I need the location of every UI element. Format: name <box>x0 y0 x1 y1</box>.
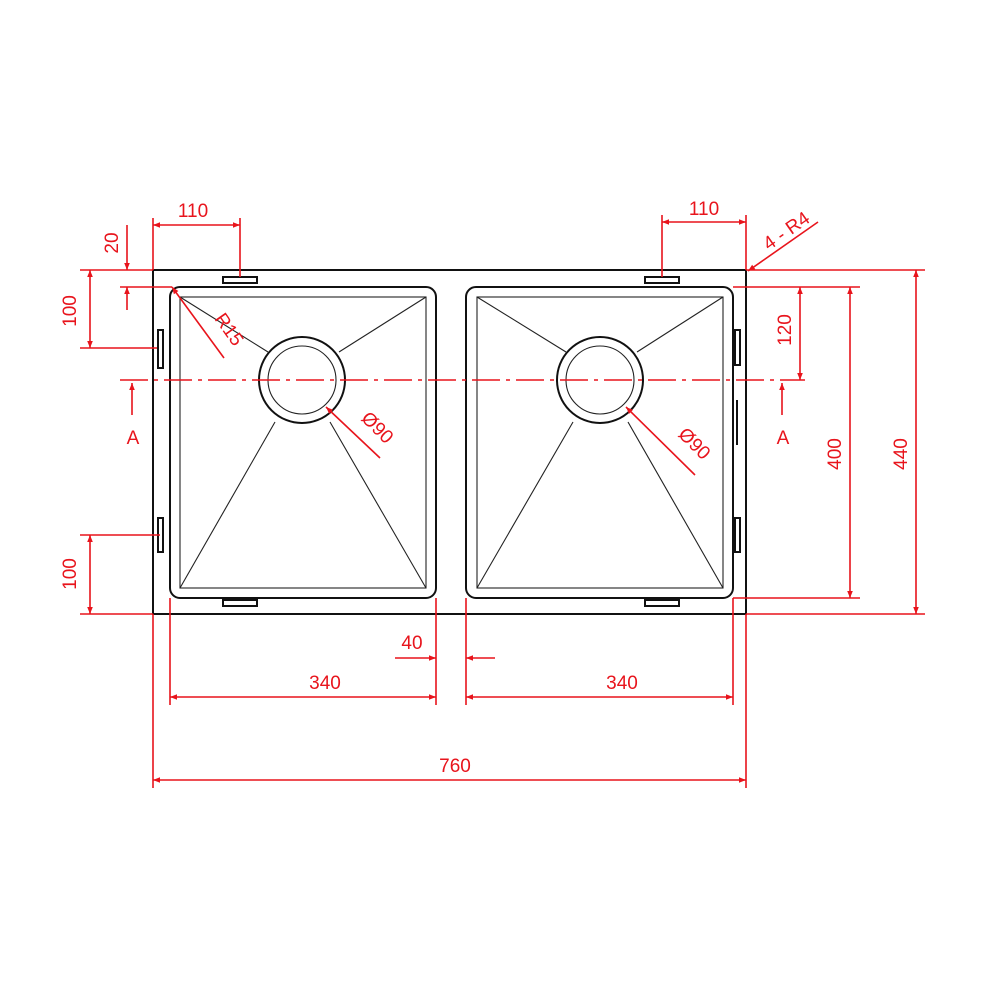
svg-text:100: 100 <box>60 295 81 327</box>
mounting-clips <box>157 276 741 607</box>
section-marker-right: A <box>777 383 790 449</box>
svg-text:R15: R15 <box>210 310 247 351</box>
dim-overall-width: 760 <box>152 614 747 788</box>
dim-top-offset: 20 <box>80 225 172 310</box>
svg-text:20: 20 <box>102 232 123 253</box>
section-marker-left: A <box>127 383 140 449</box>
svg-text:A: A <box>777 428 790 449</box>
dim-corner-radius: R15 <box>171 286 247 359</box>
dim-left-top-clip: 100 <box>60 270 157 349</box>
svg-text:Ø90: Ø90 <box>674 424 714 464</box>
svg-text:100: 100 <box>60 558 81 590</box>
svg-text:340: 340 <box>309 673 341 694</box>
svg-text:400: 400 <box>825 438 846 470</box>
sink-outline <box>152 269 747 615</box>
dim-drain-offset: 120 <box>733 286 860 380</box>
dim-bowl-depth: 400 <box>733 287 860 599</box>
svg-text:760: 760 <box>439 756 471 777</box>
dim-left-bottom-clip: 100 <box>60 534 160 615</box>
dim-overall-depth: 440 <box>746 269 925 615</box>
dim-top-right-clip: 110 <box>661 199 747 277</box>
dim-top-left-clip: 110 <box>152 201 241 277</box>
drain-right <box>556 336 644 424</box>
dim-outer-corner-radius: 4 - R4 <box>747 208 819 272</box>
svg-text:40: 40 <box>401 633 422 654</box>
bowl-right <box>465 286 734 599</box>
svg-text:110: 110 <box>689 199 719 220</box>
svg-text:A: A <box>127 428 140 449</box>
bowl-left <box>169 286 437 599</box>
svg-text:110: 110 <box>178 201 208 222</box>
dim-bowl-gap: 40 <box>395 598 495 705</box>
svg-text:120: 120 <box>775 314 796 346</box>
svg-text:340: 340 <box>606 673 638 694</box>
svg-text:440: 440 <box>891 438 912 470</box>
dim-bowl-left-width: 340 <box>169 598 436 705</box>
dim-bowl-right-width: 340 <box>466 598 734 705</box>
svg-text:4 - R4: 4 - R4 <box>760 208 815 255</box>
